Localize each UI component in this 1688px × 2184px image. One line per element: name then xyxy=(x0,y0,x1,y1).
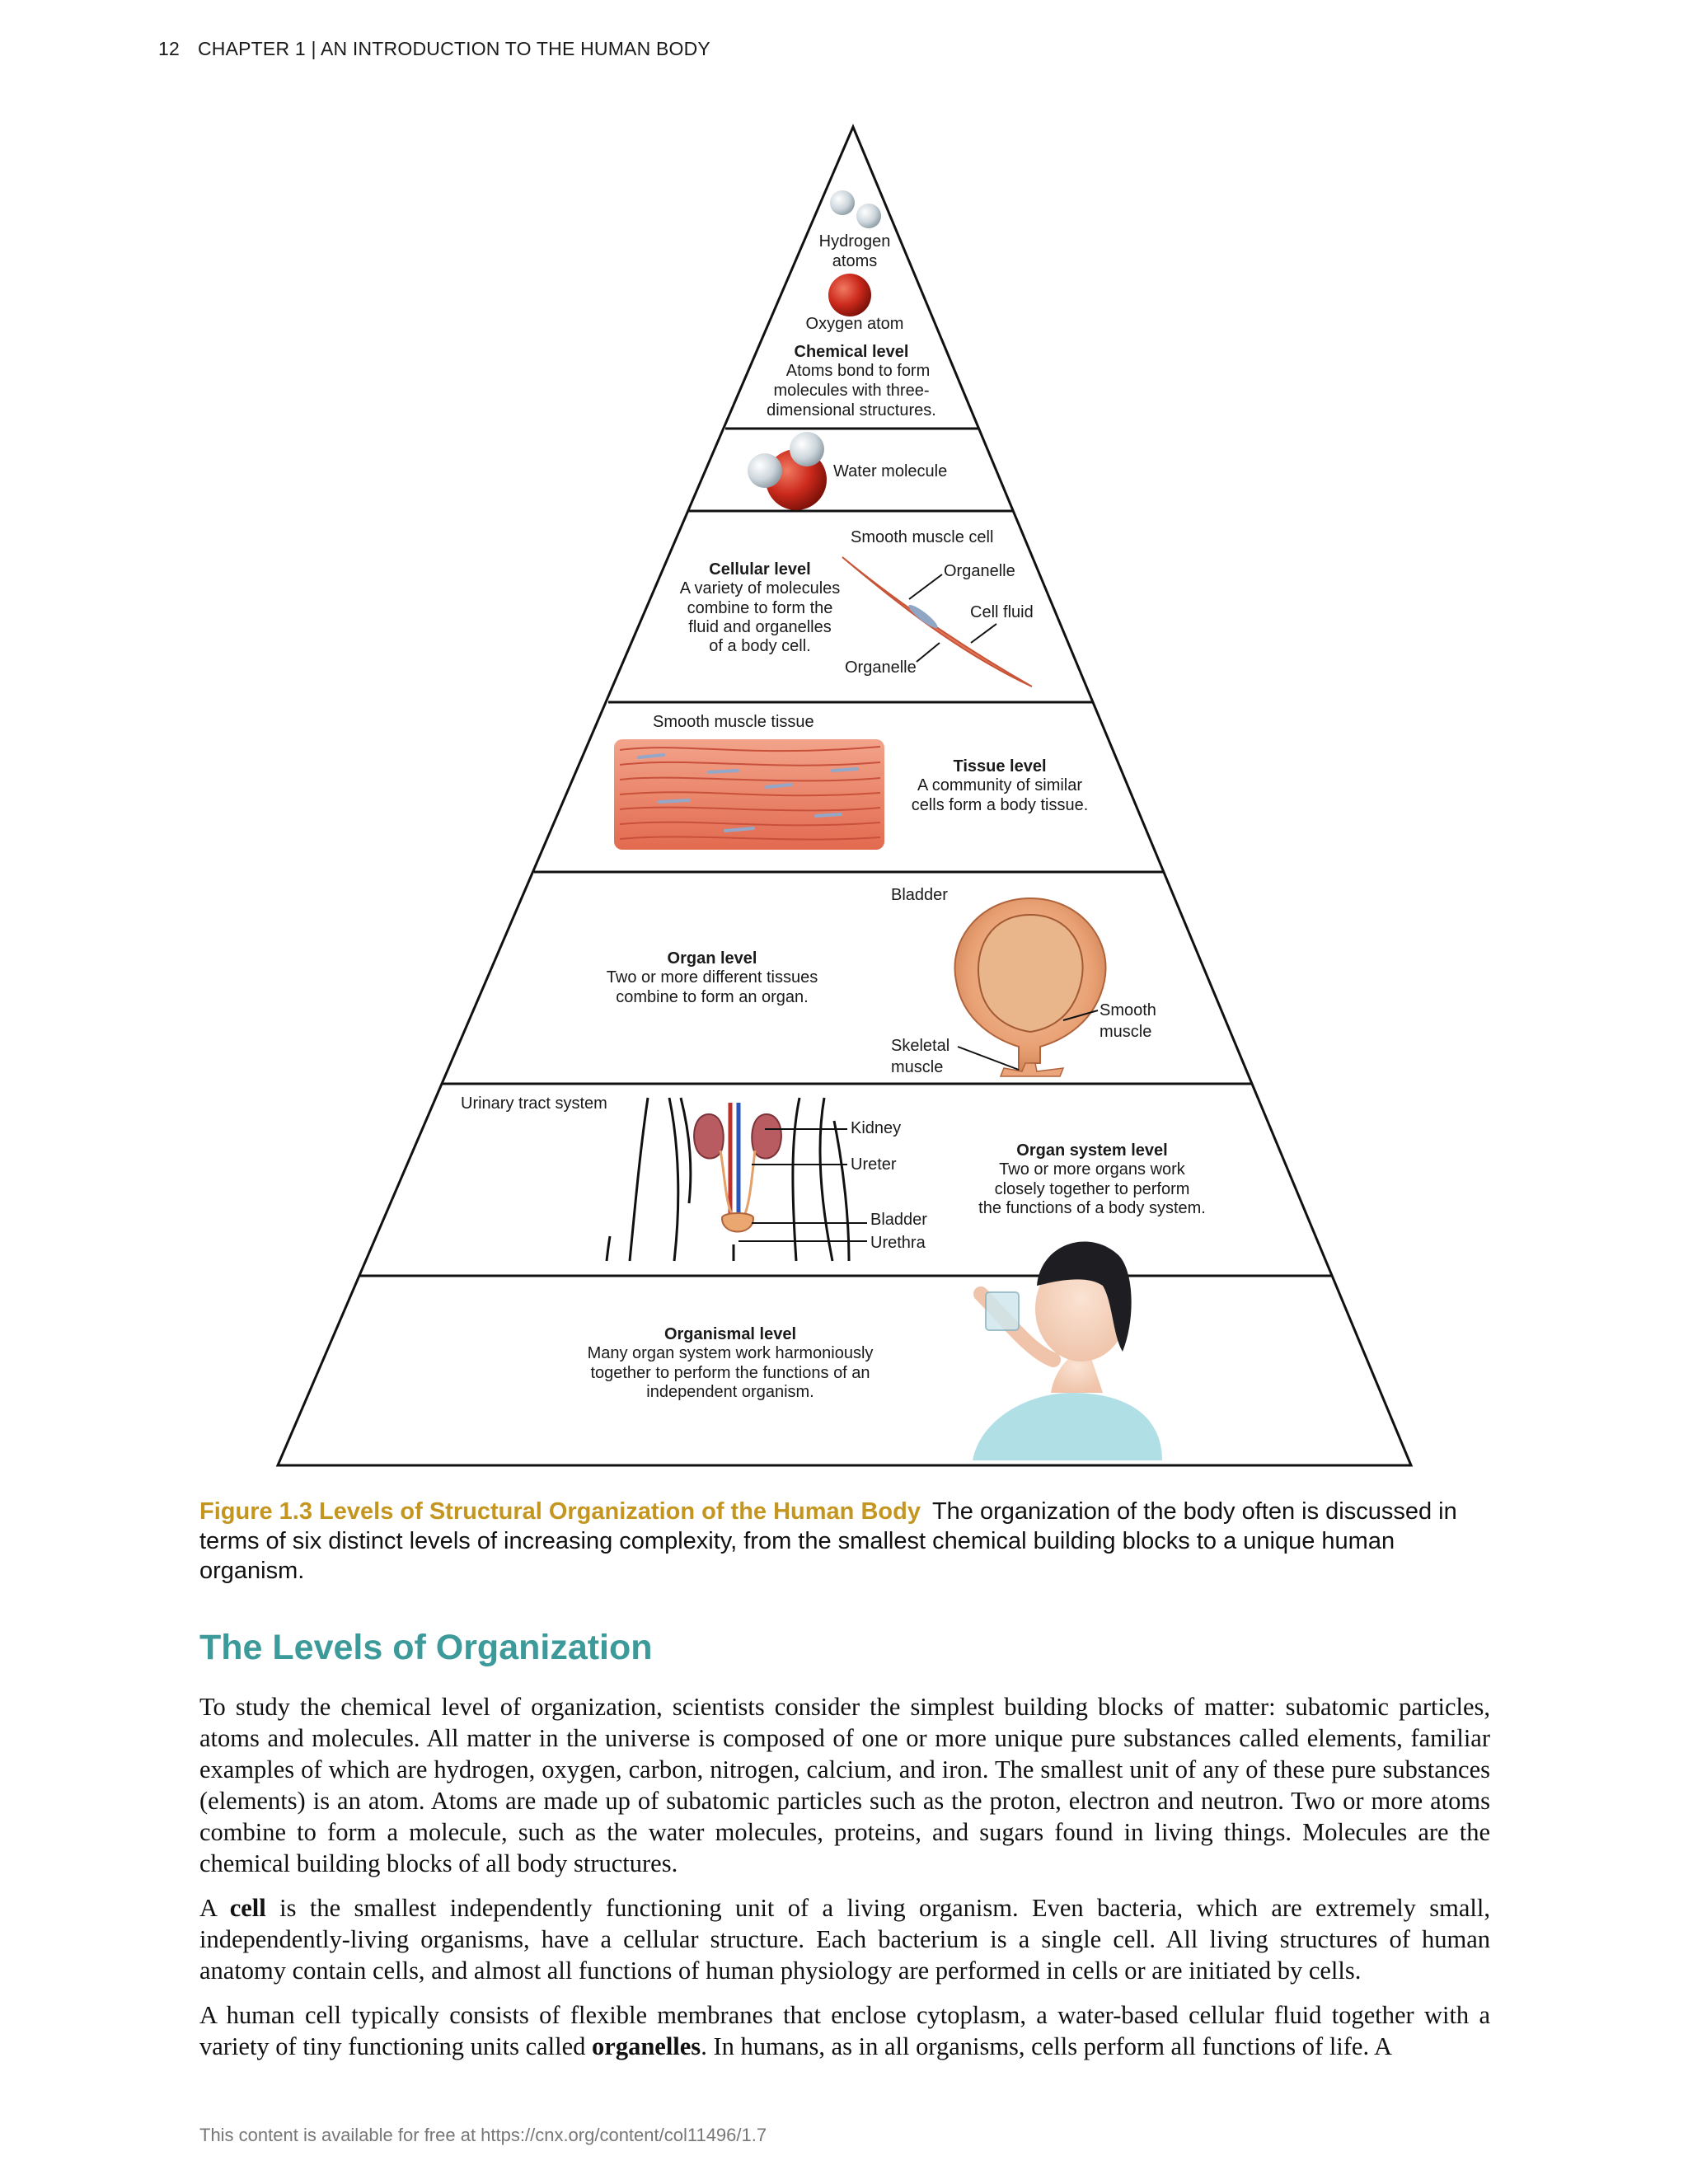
smooth-muscle-tissue-image xyxy=(614,739,884,850)
figure-caption-text: The organization of the body often is di… xyxy=(199,1498,1457,1584)
oxygen-label: Oxygen atom xyxy=(806,315,904,333)
running-title: CHAPTER 1 | AN INTRODUCTION TO THE HUMAN… xyxy=(197,38,710,59)
organ-system-level: Urinary tract system Kidney Ureter Bladd… xyxy=(461,1094,1206,1262)
chemical-desc-2: molecules with three- xyxy=(774,382,930,400)
chemical-level: Hydrogen atoms Oxygen atom Chemical leve… xyxy=(767,190,936,419)
organelle-top-label: Organelle xyxy=(944,562,1015,580)
organelle-top-leader xyxy=(908,574,943,600)
organismal-desc-3: independent organism. xyxy=(646,1383,814,1401)
chemical-level-title: Chemical level xyxy=(795,343,909,361)
organ-system-level-title: Organ system level xyxy=(1016,1141,1167,1160)
organismal-desc-1: Many organ system work harmoniously xyxy=(588,1344,874,1362)
water-hydrogen-2 xyxy=(790,432,824,466)
paragraph-2: A cell is the smallest independently fun… xyxy=(199,1892,1490,1986)
organ-system-desc-1: Two or more organs work xyxy=(999,1160,1186,1179)
hydrogen-label-2: atoms xyxy=(832,252,877,270)
figure-caption: Figure 1.3 Levels of Structural Organiza… xyxy=(199,1497,1490,1586)
organ-desc-1: Two or more different tissues xyxy=(607,968,818,987)
page-footer: This content is available for free at ht… xyxy=(199,2125,767,2145)
organ-smooth-muscle-label: Smooth xyxy=(1100,1001,1156,1019)
tissue-level: Smooth muscle tissue Tissue level A comm… xyxy=(614,713,1088,850)
organ-bladder-label: Bladder xyxy=(891,886,948,904)
organ-system-desc-3: the functions of a body system. xyxy=(978,1199,1206,1217)
organ-skeletal-muscle-label: Skeletal xyxy=(891,1037,950,1055)
tissue-desc-2: cells form a body tissue. xyxy=(912,796,1089,814)
skeletal-muscle-leader xyxy=(957,1046,1020,1071)
cell-nucleus xyxy=(908,604,938,629)
running-header: 12 CHAPTER 1 | AN INTRODUCTION TO THE HUM… xyxy=(158,38,710,60)
water-molecule-level: Water molecule xyxy=(748,432,947,510)
cellular-desc-3: fluid and organelles xyxy=(688,618,831,636)
smooth-muscle-cell-shape xyxy=(842,556,1033,687)
term-cell: cell xyxy=(229,1894,266,1922)
urinary-tract-label: Urinary tract system xyxy=(461,1094,607,1113)
organelle-bottom-leader xyxy=(916,642,940,663)
organ-desc-2: combine to form an organ. xyxy=(616,988,808,1006)
smooth-muscle-leader xyxy=(1062,1010,1099,1021)
chemical-desc-3: dimensional structures. xyxy=(767,401,936,419)
cellular-level-title: Cellular level xyxy=(709,560,810,579)
organ-skeletal-muscle-label-2: muscle xyxy=(891,1058,943,1076)
urinary-tract-illustration xyxy=(605,1097,851,1262)
urethra-label: Urethra xyxy=(870,1234,926,1252)
organismal-level-title: Organismal level xyxy=(664,1325,796,1343)
cellular-desc-4: of a body cell. xyxy=(709,637,810,655)
hydrogen-atom-1 xyxy=(830,190,855,215)
paragraph-3-start: A human cell typically consists of flexi… xyxy=(199,2001,1490,2060)
water-molecule-label: Water molecule xyxy=(833,462,947,480)
smooth-muscle-tissue-label: Smooth muscle tissue xyxy=(653,713,814,731)
hydrogen-atom-2 xyxy=(856,204,881,228)
oxygen-atom xyxy=(828,274,871,316)
chemical-desc-1: Atoms bond to form xyxy=(786,362,931,380)
hydrogen-label: Hydrogen xyxy=(819,232,891,251)
cellular-desc-2: combine to form the xyxy=(687,599,833,617)
cellular-level: Smooth muscle cell Cellular level A vari… xyxy=(680,528,1034,687)
figure-title: Figure 1.3 Levels of Structural Organiza… xyxy=(199,1498,921,1525)
paragraph-3: A human cell typically consists of flexi… xyxy=(199,1999,1490,2062)
paragraph-2-start: A xyxy=(199,1894,217,1922)
tissue-level-title: Tissue level xyxy=(953,757,1046,776)
smooth-muscle-cell-label: Smooth muscle cell xyxy=(851,528,993,546)
organ-system-desc-2: closely together to perform xyxy=(995,1180,1190,1198)
organ-level-title: Organ level xyxy=(668,949,757,968)
kidney-label: Kidney xyxy=(851,1119,901,1137)
organismal-desc-2: together to perform the functions of an xyxy=(590,1364,870,1382)
ureter-label: Ureter xyxy=(851,1155,897,1174)
kidneys-illustration xyxy=(693,1103,782,1233)
organ-level: Bladder Organ level Two or more differen… xyxy=(607,886,1156,1077)
page-number: 12 xyxy=(158,38,180,59)
section-heading: The Levels of Organization xyxy=(199,1628,653,1667)
paragraph-2-rest: is the smallest independently functionin… xyxy=(199,1894,1491,1985)
water-hydrogen-1 xyxy=(748,453,782,488)
cellular-desc-1: A variety of molecules xyxy=(680,579,841,598)
woman-drinking-illustration xyxy=(973,1241,1162,1460)
organelle-bottom-label: Organelle xyxy=(845,658,917,677)
organ-smooth-muscle-label-2: muscle xyxy=(1100,1023,1151,1041)
cell-fluid-leader xyxy=(970,623,997,644)
organismal-level: Organismal level Many organ system work … xyxy=(588,1241,1162,1460)
bladder-illustration xyxy=(954,897,1107,1077)
paragraph-1: To study the chemical level of organizat… xyxy=(199,1693,1490,1877)
levels-of-organization-figure: Hydrogen atoms Oxygen atom Chemical leve… xyxy=(275,124,1414,1467)
cell-fluid-label: Cell fluid xyxy=(970,603,1034,621)
pyramid-outline xyxy=(275,124,1414,1467)
paragraph-3-rest: . In humans, as in all organisms, cells … xyxy=(701,2032,1393,2060)
system-bladder-label: Bladder xyxy=(870,1211,927,1229)
term-organelles: organelles xyxy=(592,2032,701,2060)
tissue-desc-1: A community of similar xyxy=(917,776,1082,794)
body-text: To study the chemical level of organizat… xyxy=(199,1691,1490,2075)
